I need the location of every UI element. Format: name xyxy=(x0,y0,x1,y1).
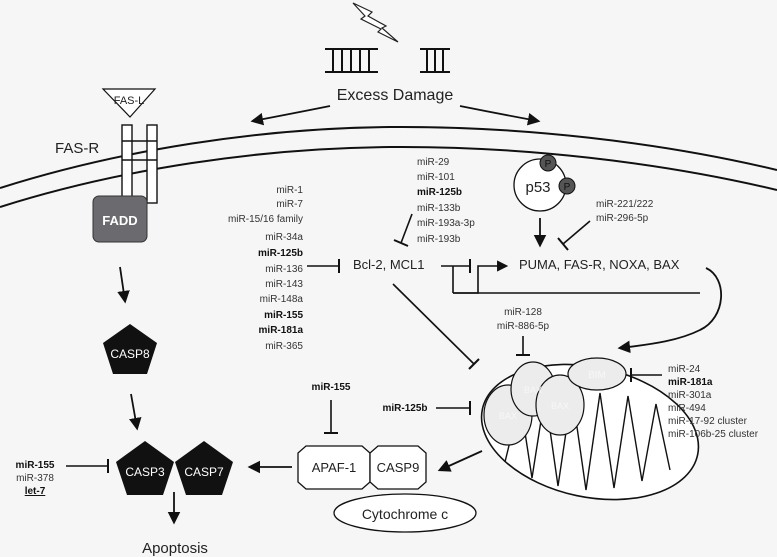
bcl2-label: Bcl-2, MCL1 xyxy=(353,257,425,272)
bax-oligomer-3 xyxy=(535,374,585,436)
bcl2-top-mirna-4: miR-133b xyxy=(417,203,461,214)
casp8-pentagon xyxy=(103,324,157,374)
bim-label: BIM xyxy=(588,370,606,381)
bim-mirna-5: miR-17-92 cluster xyxy=(668,416,748,427)
bcl2-top-mirna-list: miR-29 miR-101 miR-125b miR-133b miR-193… xyxy=(417,157,475,245)
bcl2-inhibit-mito-line xyxy=(392,283,475,365)
bcl2-left-mirna-4: miR-34a xyxy=(265,232,303,243)
fas-l-ligand xyxy=(101,88,157,118)
casp7-pentagon xyxy=(175,441,233,495)
cytochrome-c-ellipse xyxy=(333,493,477,533)
puma-arrow-path xyxy=(452,266,506,294)
fas-l-label: FAS-L xyxy=(114,95,145,107)
puma-label: PUMA, FAS-R, NOXA, BAX xyxy=(519,257,680,272)
casp3-pentagon xyxy=(116,441,174,495)
p53-mirna-1: miR-221/222 xyxy=(596,199,654,210)
p53-label: p53 xyxy=(525,179,550,196)
bax-label-2: BAX xyxy=(524,385,542,395)
bcl2-left-mirna-9: miR-155 xyxy=(264,310,303,321)
bax-mirna-2: miR-886-5p xyxy=(497,321,550,332)
bcl2-top-mirna-2: miR-101 xyxy=(417,172,455,183)
fadd-to-casp8-arrow xyxy=(117,266,130,304)
bcl2-top-mirna-6: miR-193b xyxy=(417,234,461,245)
apaf1-mirna: miR-155 xyxy=(312,382,351,393)
bim-mirna-2: miR-181a xyxy=(668,377,713,388)
phospho-2 xyxy=(558,177,576,195)
bcl2-left-mirna-8: miR-148a xyxy=(260,294,304,305)
bim-ellipse xyxy=(567,357,627,391)
phospho-1 xyxy=(539,154,557,172)
bcl2-left-mirna-2: miR-7 xyxy=(276,199,303,210)
phospho-1-label: P xyxy=(545,159,552,170)
bim-mirna-list: miR-24 miR-181a miR-301a miR-494 miR-17-… xyxy=(668,364,759,440)
bim-mirna-4: miR-494 xyxy=(668,403,706,414)
fadd-box xyxy=(92,195,148,243)
cytochrome-c-label: Cytochrome c xyxy=(362,506,448,522)
bax-mirna-1: miR-128 xyxy=(504,307,542,318)
fas-r-label: FAS-R xyxy=(55,140,99,157)
casp3-mirna-list: miR-155 miR-378 let-7 xyxy=(16,460,55,497)
damage-arrow-left xyxy=(250,105,331,126)
bim-mirna-1: miR-24 xyxy=(668,364,701,375)
mito-to-apoptosome-arrow xyxy=(437,450,483,472)
bcl2-left-mirna-10: miR-181a xyxy=(259,325,304,336)
bcl2-left-mirna-6: miR-136 xyxy=(265,264,303,275)
lightning-icon xyxy=(352,2,399,43)
bcl2-left-mirna-3: miR-15/16 family xyxy=(228,214,303,225)
dna-icon xyxy=(325,48,450,73)
bax-label-1: BAX xyxy=(499,411,517,421)
fas-r-right-chain xyxy=(146,124,158,204)
mito-mirna: miR-125b xyxy=(382,403,427,414)
fas-r-left-chain xyxy=(121,124,133,204)
bax-label-3: BAX xyxy=(551,401,569,411)
p53-mirna-inhibit-bar xyxy=(557,237,569,251)
phospho-2-label: P xyxy=(564,182,571,193)
bim-mirna-6: miR-106b-25 cluster xyxy=(668,429,759,440)
casp3-mirna-1: miR-155 xyxy=(16,460,55,471)
mitochondrion-cristae xyxy=(504,391,671,491)
apaf1-box xyxy=(297,445,371,490)
p53-mirna-2: miR-296-5p xyxy=(596,213,649,224)
bcl2-left-mirna-list: miR-1 miR-7 miR-15/16 family miR-34a miR… xyxy=(228,185,303,352)
cell-membrane-inner xyxy=(0,145,777,208)
casp3-mirna-2: miR-378 xyxy=(16,473,54,484)
bcl2-top-inhibit-line xyxy=(400,213,413,244)
damage-arrow-right xyxy=(459,105,541,126)
bcl2-top-inhibit-bar xyxy=(393,239,409,247)
excess-damage-label: Excess Damage xyxy=(337,87,454,104)
apoptosis-label: Apoptosis xyxy=(142,540,208,557)
casp8-label: CASP8 xyxy=(110,347,150,361)
bcl2-inhibit-mito-bar xyxy=(468,358,480,370)
apaf1-label: APAF-1 xyxy=(312,460,357,475)
bcl2-left-mirna-11: miR-365 xyxy=(265,341,303,352)
bim-mirna-3: miR-301a xyxy=(668,390,712,401)
bcl2-top-mirna-3: miR-125b xyxy=(417,187,462,198)
bcl2-left-mirna-7: miR-143 xyxy=(265,279,303,290)
casp9-box xyxy=(369,445,427,490)
fadd-label: FADD xyxy=(102,213,137,228)
bcl2-left-mirna-5: miR-125b xyxy=(258,248,303,259)
casp8-to-casp3-arrow xyxy=(129,393,142,431)
bcl2-left-mirna-1: miR-1 xyxy=(276,185,303,196)
casp9-label: CASP9 xyxy=(377,460,420,475)
puma-to-mito-arrow xyxy=(617,267,722,354)
casp7-label: CASP7 xyxy=(184,465,224,479)
casp3-label: CASP3 xyxy=(125,465,165,479)
p53-mirna-inhibit-line xyxy=(562,220,591,245)
casp3-mirna-3: let-7 xyxy=(25,486,46,497)
bcl2-top-mirna-1: miR-29 xyxy=(417,157,450,168)
bcl2-top-mirna-5: miR-193a-3p xyxy=(417,218,475,229)
cell-membrane-outer xyxy=(0,125,777,189)
